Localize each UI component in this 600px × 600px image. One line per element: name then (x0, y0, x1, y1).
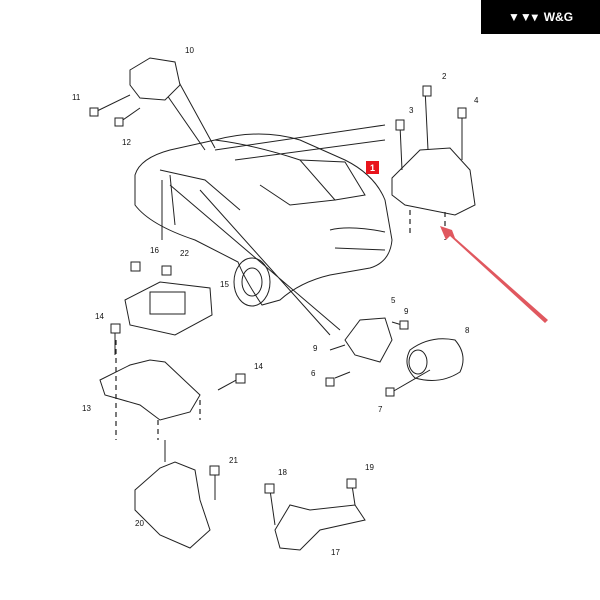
part-8-bushing (385, 338, 464, 397)
part-20-mount (134, 461, 211, 549)
callout-1: 1 (370, 163, 375, 173)
callout-9: 9 (404, 307, 409, 316)
pointer-arrow (440, 226, 548, 323)
part-13-bracket (99, 359, 201, 421)
callout-8: 8 (465, 326, 470, 335)
part-10-bracket (129, 57, 181, 101)
callout-20: 20 (135, 519, 144, 528)
callout-16: 16 (150, 246, 159, 255)
brand-logo: ▼▼▾ W&G (481, 0, 600, 34)
leader-lines (159, 74, 386, 336)
part-5-bracket (344, 317, 393, 363)
callouts: 10 11 12 2 3 4 16 22 15 14 13 14 5 9 9 6… (72, 46, 479, 557)
callout-6: 6 (311, 369, 316, 378)
callout-10: 10 (185, 46, 194, 55)
callout-2: 2 (442, 72, 447, 81)
brand-name: W&G (543, 10, 574, 24)
part-1-engine-mount (391, 147, 476, 216)
callout-19: 19 (365, 463, 374, 472)
callout-5: 5 (391, 296, 396, 305)
callout-15: 15 (220, 280, 229, 289)
bolt-11 (89, 107, 99, 117)
callout-22: 22 (180, 249, 189, 258)
part-17-arm (274, 504, 366, 551)
callout-4: 4 (474, 96, 479, 105)
callout-7: 7 (378, 405, 383, 414)
car-illustration (134, 133, 393, 307)
callout-11: 11 (72, 93, 81, 102)
bolt-12 (114, 117, 124, 127)
callout-9: 9 (313, 344, 318, 353)
callout-21: 21 (229, 456, 238, 465)
callout-14: 14 (95, 312, 104, 321)
callout-12: 12 (122, 138, 131, 147)
callout-13: 13 (82, 404, 91, 413)
logo-mark-icon: ▼▼▾ (507, 10, 538, 24)
highlight-badge (366, 161, 379, 174)
callout-14: 14 (254, 362, 263, 371)
callout-3: 3 (409, 106, 414, 115)
callout-17: 17 (331, 548, 340, 557)
callout-18: 18 (278, 468, 287, 477)
